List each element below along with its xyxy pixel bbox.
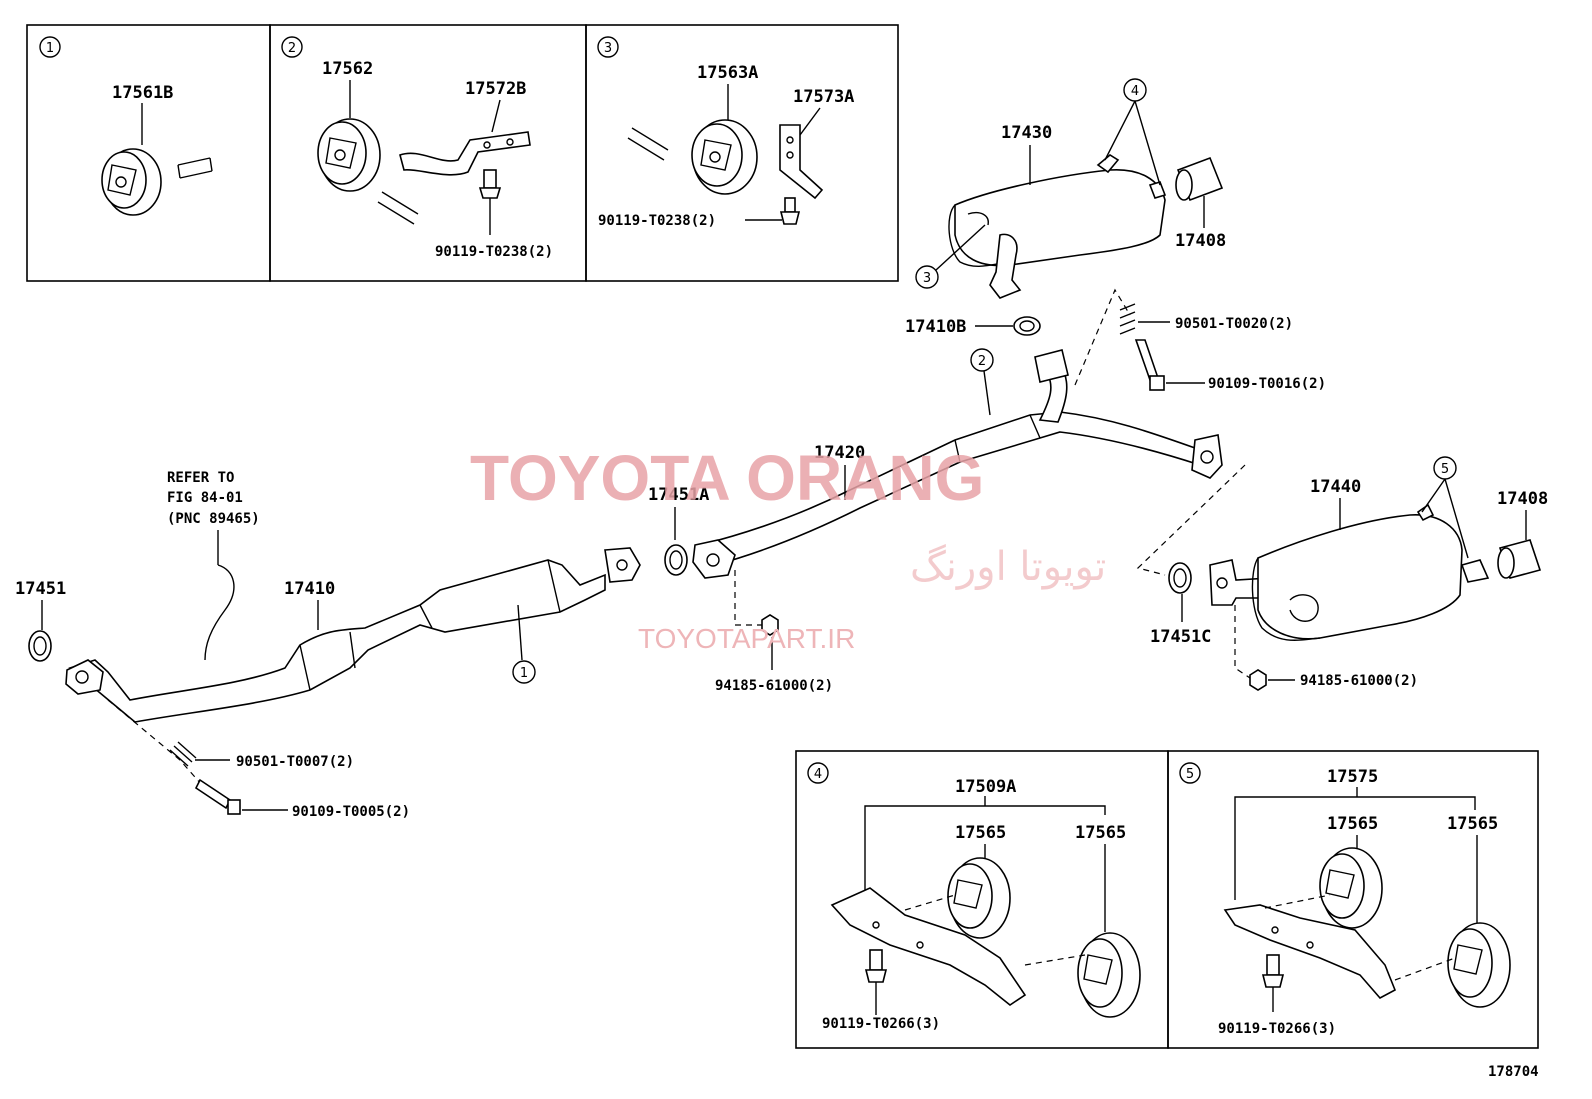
callout-2 <box>970 348 994 372</box>
watermark-brand: TOYOTA ORANG <box>470 442 984 514</box>
label-17420: 17420 <box>814 443 865 463</box>
main-muffler <box>1209 503 1490 641</box>
bracket-icon <box>1223 904 1397 1000</box>
label-17565-c: 17565 <box>1327 814 1378 834</box>
figure-number: 178704 <box>1488 1064 1539 1080</box>
label-17451A: 17451A <box>648 485 709 505</box>
label-17561B: 17561B <box>112 83 173 103</box>
sub-muffler <box>948 154 1167 299</box>
rubber-hanger-icon <box>1077 932 1141 1018</box>
label-90501-T0007: 90501-T0007(2) <box>236 754 354 770</box>
inset-4: 4 17509A 17565 17565 90119-T0266(3) <box>795 750 1169 1049</box>
label-90501-T0020: 90501-T0020(2) <box>1175 316 1293 332</box>
inset-3-index: 3 <box>604 41 612 56</box>
label-94185-61000-b: 94185-61000(2) <box>1300 673 1418 689</box>
inset-2-index: 2 <box>288 41 296 56</box>
svg-text:3: 3 <box>923 271 931 286</box>
rubber-hanger-icon <box>691 119 758 195</box>
label-17509A: 17509A <box>955 777 1016 797</box>
bolt-icon <box>478 169 502 199</box>
label-17408-b: 17408 <box>1497 489 1548 509</box>
watermark-brand-fa: تویوتا اورنگ <box>910 544 1106 590</box>
label-17440: 17440 <box>1310 477 1361 497</box>
nut-icon <box>761 614 779 636</box>
tail-pipe-icon <box>1175 156 1224 202</box>
bolt-icon <box>194 778 241 815</box>
label-17410B: 17410B <box>905 317 966 337</box>
inset-3: 3 17563A 17573A 90119-T0238(2) <box>585 24 899 282</box>
svg-text:5: 5 <box>1441 462 1449 477</box>
callout-1 <box>512 660 536 684</box>
bolt-icon <box>779 197 801 225</box>
label-17572B: 17572B <box>465 79 526 99</box>
label-90109-T0005: 90109-T0005(2) <box>292 804 410 820</box>
reference-note-line3: (PNC 89465) <box>167 511 260 527</box>
label-17430: 17430 <box>1001 123 1052 143</box>
tail-pipe-icon <box>1497 539 1542 579</box>
nut-icon <box>1249 669 1267 691</box>
label-17410: 17410 <box>284 579 335 599</box>
spring-icon <box>1119 303 1136 335</box>
watermark-url: TOYOTAPART.IR <box>638 623 855 654</box>
gasket-icon <box>1013 316 1041 336</box>
reference-note-line2: FIG 84-01 <box>167 490 243 506</box>
svg-text:1: 1 <box>520 666 528 681</box>
oxygen-sensor-wire <box>204 564 235 661</box>
rubber-hanger-icon <box>947 857 1011 939</box>
label-17451C: 17451C <box>1150 627 1211 647</box>
label-17562: 17562 <box>322 59 373 79</box>
front-pipe-catalyst <box>65 547 641 723</box>
bolt-icon <box>1261 954 1285 988</box>
inset-1-index: 1 <box>46 41 54 56</box>
rubber-hanger-icon <box>1319 847 1383 929</box>
bolt-icon <box>1134 339 1165 391</box>
label-90119-T0266-b: 90119-T0266(3) <box>1218 1021 1336 1037</box>
inset-5-index: 5 <box>1186 767 1194 782</box>
gasket-icon <box>28 630 52 662</box>
svg-text:4: 4 <box>1131 84 1139 99</box>
bracket-icon <box>830 887 1027 1006</box>
label-17565-a: 17565 <box>955 823 1006 843</box>
label-90119-T0238-a: 90119-T0238(2) <box>435 244 553 260</box>
gasket-icon <box>664 544 688 576</box>
callout-3 <box>915 265 939 289</box>
label-17565-b: 17565 <box>1075 823 1126 843</box>
bracket-icon <box>399 131 531 176</box>
rubber-hanger-icon <box>1447 922 1511 1008</box>
inset-4-index: 4 <box>814 767 822 782</box>
label-17573A: 17573A <box>793 87 854 107</box>
center-pipe <box>692 349 1223 579</box>
label-90119-T0238-b: 90119-T0238(2) <box>598 213 716 229</box>
bracket-icon <box>779 124 824 200</box>
svg-text:2: 2 <box>978 354 986 369</box>
rubber-hanger-icon <box>101 148 162 216</box>
inset-5: 5 17575 17565 17565 90119-T0266(3) <box>1167 750 1539 1049</box>
inset-1: 1 17561B <box>26 24 271 282</box>
label-17451: 17451 <box>15 579 66 599</box>
label-17565-d: 17565 <box>1447 814 1498 834</box>
label-17563A: 17563A <box>697 63 758 83</box>
rubber-hanger-icon <box>317 118 381 192</box>
bolt-icon <box>864 949 888 983</box>
label-90109-T0016: 90109-T0016(2) <box>1208 376 1326 392</box>
gasket-icon <box>1168 562 1192 594</box>
label-17575: 17575 <box>1327 767 1378 787</box>
label-17408-a: 17408 <box>1175 231 1226 251</box>
reference-note-line1: REFER TO <box>167 470 234 486</box>
label-94185-61000-a: 94185-61000(2) <box>715 678 833 694</box>
label-90119-T0266-a: 90119-T0266(3) <box>822 1016 940 1032</box>
inset-2: 2 17562 17572B 90119-T0238(2) <box>269 24 587 282</box>
spring-icon <box>169 741 197 767</box>
